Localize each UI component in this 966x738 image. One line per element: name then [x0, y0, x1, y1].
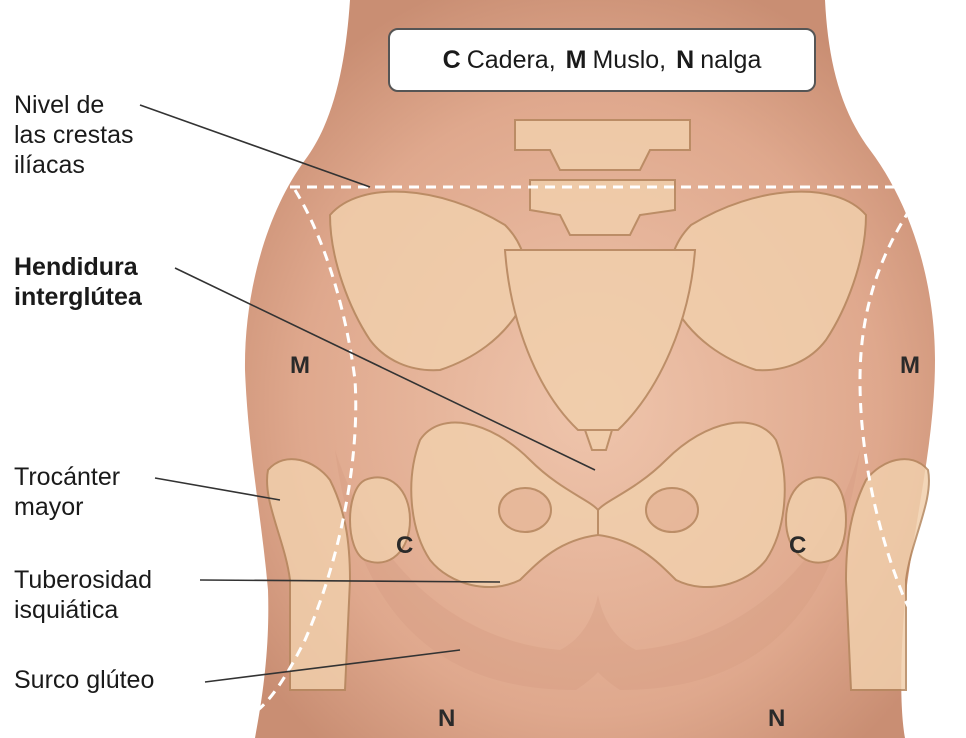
- region-buttock-left: N: [438, 705, 455, 733]
- legend-key-buttock: N: [676, 46, 694, 75]
- label-intergluteal-cleft: Hendidura interglútea: [14, 252, 142, 312]
- region-thigh-left: M: [290, 352, 310, 380]
- label-greater-trochanter: Trocánter mayor: [14, 462, 120, 522]
- label-ischial-tuberosity: Tuberosidad isquiática: [14, 565, 152, 625]
- label-gluteal-fold: Surco glúteo: [14, 665, 154, 695]
- legend-text-hip: Cadera,: [467, 46, 556, 75]
- legend-text-buttock: nalga: [700, 46, 761, 75]
- legend-text-thigh: Muslo,: [592, 46, 666, 75]
- obturator-left: [499, 488, 551, 532]
- obturator-right: [646, 488, 698, 532]
- legend-key-thigh: M: [566, 46, 587, 75]
- region-buttock-right: N: [768, 705, 785, 733]
- region-hip-right: C: [789, 532, 806, 560]
- label-iliac-crest-level: Nivel de las crestas ilíacas: [14, 90, 133, 180]
- legend-key-hip: C: [443, 46, 461, 75]
- legend-box: C Cadera, M Muslo, N nalga: [388, 28, 816, 92]
- region-thigh-right: M: [900, 352, 920, 380]
- region-hip-left: C: [396, 532, 413, 560]
